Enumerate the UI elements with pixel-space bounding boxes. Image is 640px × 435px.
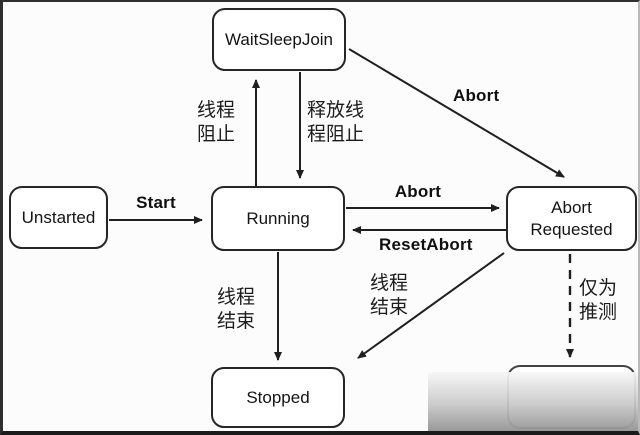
edge-label-speculation-only: 仅为 推测	[579, 278, 618, 324]
node-stopped-label: Stopped	[246, 387, 310, 407]
node-unstarted: Unstarted	[9, 186, 108, 249]
node-running-label: Running	[246, 208, 310, 228]
edge-label-start: Start	[136, 193, 176, 212]
edge-label-thread-end-from-running: 线程 结束	[217, 287, 256, 333]
node-running: Running	[211, 186, 345, 251]
node-waitsleepjoin: WaitSleepJoin	[212, 8, 346, 71]
edge-label-thread-block: 线程 阻止	[197, 100, 236, 146]
edge-label-thread-end-from-abort-requested: 线程 结束	[370, 273, 409, 319]
edge-label-reset-abort: ResetAbort	[379, 235, 473, 254]
edge-label-abort-from-waitsleepjoin: Abort	[453, 86, 500, 105]
node-stopped: Stopped	[211, 367, 345, 428]
edge-thread-end-diagonal-arrow	[357, 252, 505, 359]
node-abort-requested: Abort Requested	[506, 186, 637, 251]
node-unstarted-label: Unstarted	[21, 207, 96, 227]
edge-abort-from-waitsleepjoin-arrow	[348, 48, 565, 178]
node-abort-requested-label: Abort Requested	[530, 198, 613, 239]
watermark-gradient-block	[428, 372, 638, 431]
edge-label-release-thread-block: 释放线 程阻止	[307, 100, 365, 146]
edges-layer	[109, 48, 574, 361]
node-waitsleepjoin-label: WaitSleepJoin	[224, 29, 334, 49]
edge-label-abort-from-running: Abort	[394, 182, 442, 201]
